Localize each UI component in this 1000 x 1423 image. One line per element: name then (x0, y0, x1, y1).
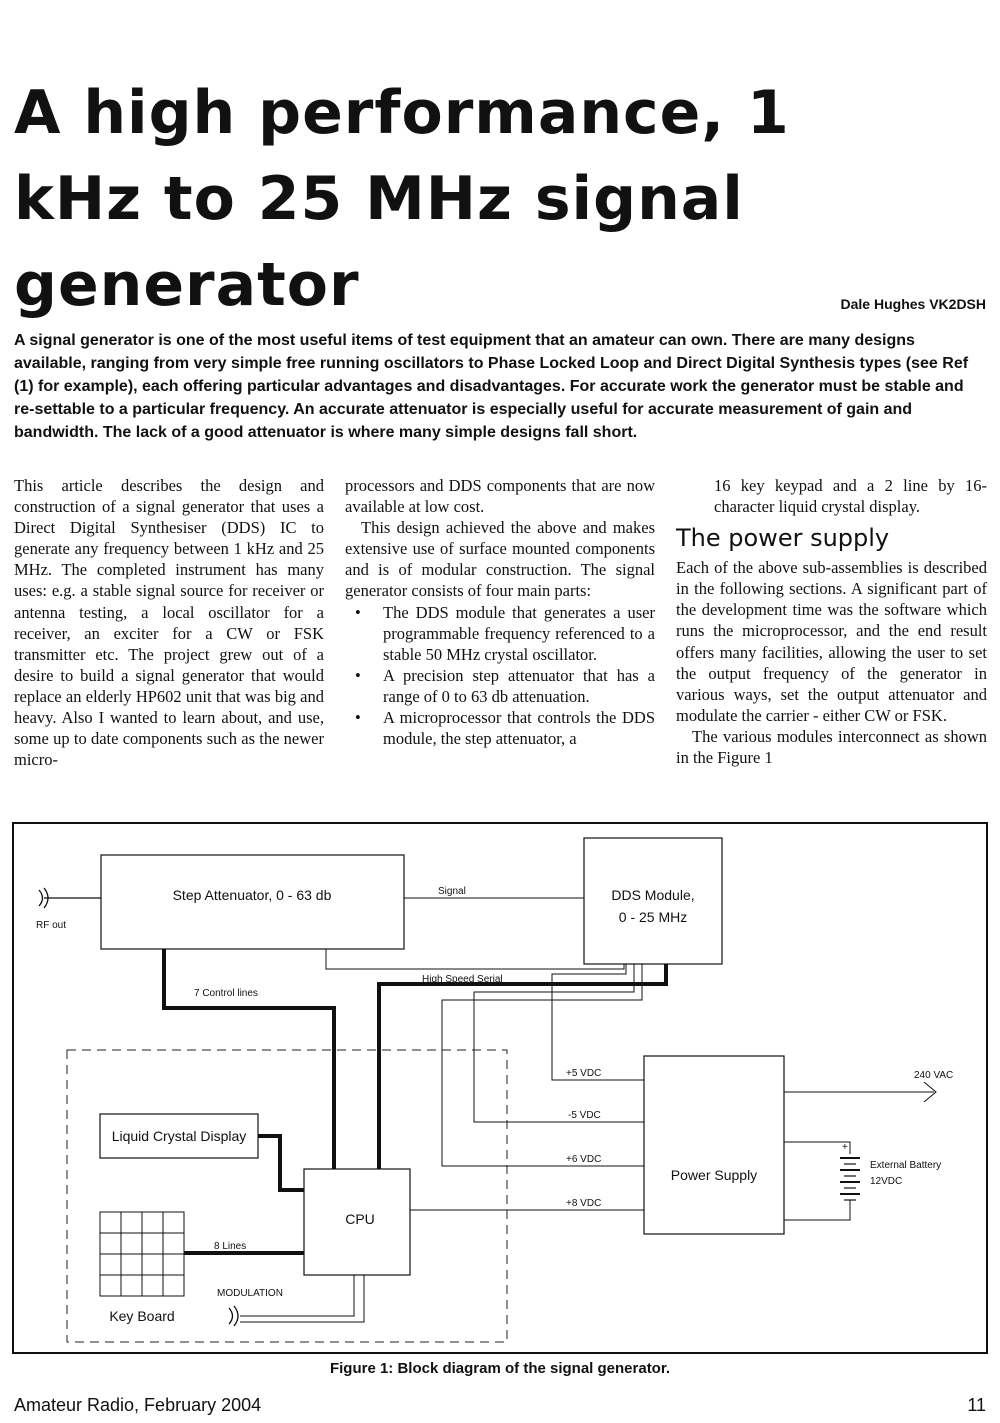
battery-plus-label: + (842, 1142, 848, 1153)
dds-module-label: DDS Module, (611, 887, 694, 903)
dds-module-block (583, 837, 723, 965)
plus8-label: +8 VDC (566, 1198, 601, 1209)
body-paragraph: This design achieved the above and makes… (345, 518, 655, 601)
bullet-icon: • (355, 602, 361, 622)
high-speed-serial-label: High Speed Serial (422, 974, 503, 985)
page-footer: Amateur Radio, February 2004 11 (14, 1395, 986, 1419)
body-paragraph: processors and DDS components that are n… (345, 476, 655, 517)
step-attenuator-label: Step Attenuator, 0 - 63 db (173, 887, 332, 903)
signal-label: Signal (438, 886, 466, 897)
control-lines-bus (162, 949, 336, 1169)
dds-range-label: 0 - 25 MHz (619, 909, 687, 925)
modulation-wire (240, 1275, 355, 1317)
controller-enclosure (66, 1049, 508, 1343)
plus5-label: +5 VDC (566, 1068, 601, 1079)
high-speed-serial-bus (377, 964, 668, 1169)
attenuator-dds-wire (325, 949, 625, 970)
battery-plus-wire (784, 1141, 851, 1154)
body-paragraph: The various modules interconnect as show… (676, 726, 987, 768)
keypad-grid-icon (99, 1211, 185, 1297)
rf-connector-icon (38, 887, 101, 909)
battery-minus-wire (784, 1208, 851, 1221)
modulation-label: MODULATION (217, 1288, 283, 1299)
minus5-wire (473, 964, 644, 1123)
figure-caption: Figure 1: Block diagram of the signal ge… (329, 1360, 671, 1377)
lcd-label: Liquid Crystal Display (112, 1128, 247, 1144)
ac-arrow-icon (923, 1081, 937, 1103)
step-attenuator-block (100, 854, 405, 950)
section-heading: The power supply (676, 524, 890, 553)
rf-out-label: RF out (36, 920, 66, 931)
parts-list: • The DDS module that generates a user pr… (345, 602, 655, 750)
list-item-text: The DDS module that generates a user pro… (383, 602, 655, 664)
battery-icon (840, 1157, 860, 1208)
plus6-wire (441, 964, 644, 1167)
lcd-block (99, 1113, 259, 1159)
bullet-icon: • (355, 708, 361, 728)
list-item: • A precision step attenuator that has a … (345, 665, 655, 707)
column-2: processors and DDS components that are n… (345, 475, 655, 749)
plus5-wire (551, 964, 644, 1081)
body-paragraph: This article describes the design and co… (14, 476, 324, 770)
ac-240-label: 240 VAC (914, 1070, 953, 1081)
list-item: • The DDS module that generates a user pr… (345, 602, 655, 665)
author-byline: Dale Hughes VK2DSH (840, 296, 986, 312)
lead-paragraph: A signal generator is one of the most us… (14, 332, 969, 441)
body-paragraph: Each of the above sub-assemblies is desc… (676, 558, 987, 725)
bullet-icon: • (355, 665, 361, 685)
list-item-text: A microprocessor that controls the DDS m… (383, 708, 655, 749)
page-number: 11 (967, 1395, 986, 1415)
block-diagram: RF out Step Attenuator, 0 - 63 db Signal… (36, 837, 953, 1343)
minus5-label: -5 VDC (568, 1110, 601, 1121)
list-item-continuation: 16 key keypad and a 2 line by 16-charact… (714, 476, 987, 517)
control-lines-label: 7 Control lines (194, 988, 258, 999)
article-title: A high performance, 1 kHz to 25 MHz sign… (14, 78, 790, 320)
power-supply-block (643, 1055, 785, 1235)
power-supply-label: Power Supply (671, 1167, 757, 1183)
lcd-bus (258, 1134, 304, 1192)
publication-name: Amateur Radio, February 2004 (14, 1395, 262, 1415)
column-1: This article describes the design and co… (14, 475, 324, 770)
list-item-text: A precision step attenuator that has a r… (383, 665, 655, 706)
battery-label: External Battery (870, 1160, 941, 1171)
cpu-label: CPU (345, 1211, 375, 1227)
list-item: • A microprocessor that controls the DDS … (345, 707, 655, 749)
eight-lines-label: 8 Lines (214, 1241, 246, 1252)
plus6-label: +6 VDC (566, 1154, 601, 1165)
column-3: 16 key keypad and a 2 line by 16-charact… (676, 475, 987, 768)
modulation-ground-wire (240, 1275, 365, 1323)
keyboard-label: Key Board (109, 1308, 174, 1324)
battery-voltage-label: 12VDC (870, 1176, 902, 1187)
modulation-connector-icon (228, 1305, 239, 1327)
block-diagram-figure: RF out Step Attenuator, 0 - 63 db Signal… (12, 822, 988, 1354)
cpu-block (303, 1168, 411, 1276)
